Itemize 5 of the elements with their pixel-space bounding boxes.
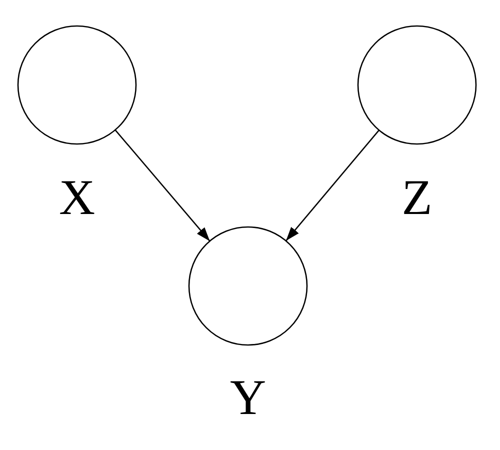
arrow: [286, 130, 380, 242]
node-label: Z: [402, 172, 432, 222]
arrow: [114, 129, 210, 242]
node-label: X: [58, 172, 96, 222]
node-label: Y: [230, 372, 266, 422]
